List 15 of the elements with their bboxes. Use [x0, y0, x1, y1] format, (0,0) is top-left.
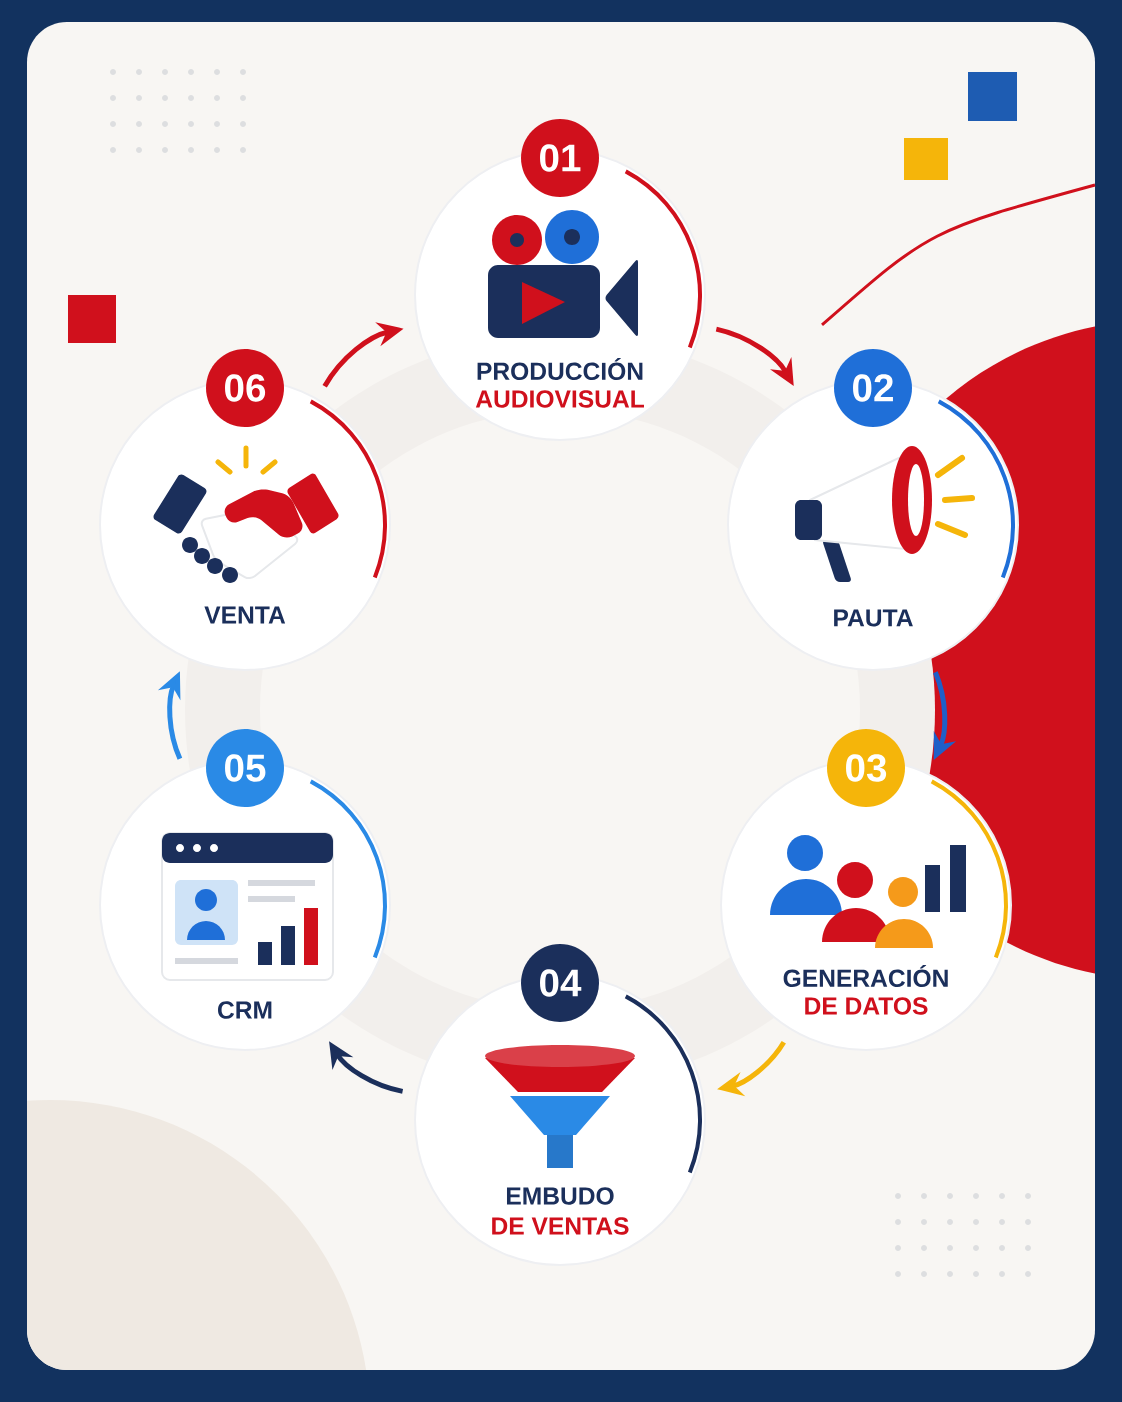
number-badge: 05 [206, 729, 284, 807]
step-label: PAUTA [834, 609, 913, 627]
step-label: PRODUCCIÓN [477, 357, 643, 380]
step-label: GENERACIÓN [783, 964, 948, 987]
step-label: AUDIOVISUAL [475, 390, 644, 408]
number-badge: 04 [521, 944, 599, 1022]
step-label: CRM [218, 1001, 272, 1019]
number-badge: 02 [834, 349, 912, 427]
step-label: EMBUDO [507, 1187, 614, 1205]
number-badge: 01 [521, 119, 599, 197]
step-label: DE DATOS [805, 997, 928, 1015]
number-badge: 03 [827, 729, 905, 807]
step-label: DE VENTAS [492, 1217, 629, 1235]
step-label: VENTA [204, 606, 286, 624]
number-badge: 06 [206, 349, 284, 427]
